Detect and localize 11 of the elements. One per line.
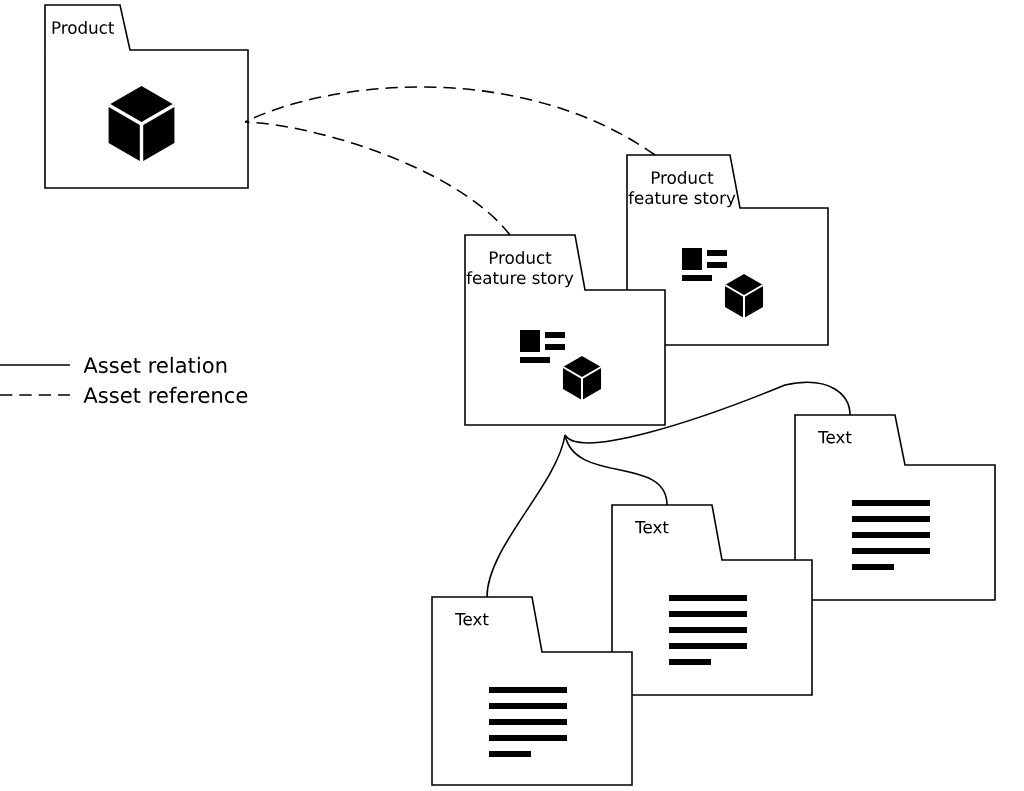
legend-label: Asset relation — [83, 356, 227, 374]
legend-label: Asset reference — [83, 386, 248, 404]
connector — [244, 86, 656, 156]
connector — [564, 381, 851, 444]
folder: Text — [431, 596, 633, 786]
folder: Product feature story — [464, 234, 666, 426]
folder: Text — [611, 504, 813, 696]
folder: Text — [794, 414, 996, 601]
connector — [564, 434, 668, 506]
connector — [244, 121, 511, 236]
connector — [486, 434, 566, 598]
